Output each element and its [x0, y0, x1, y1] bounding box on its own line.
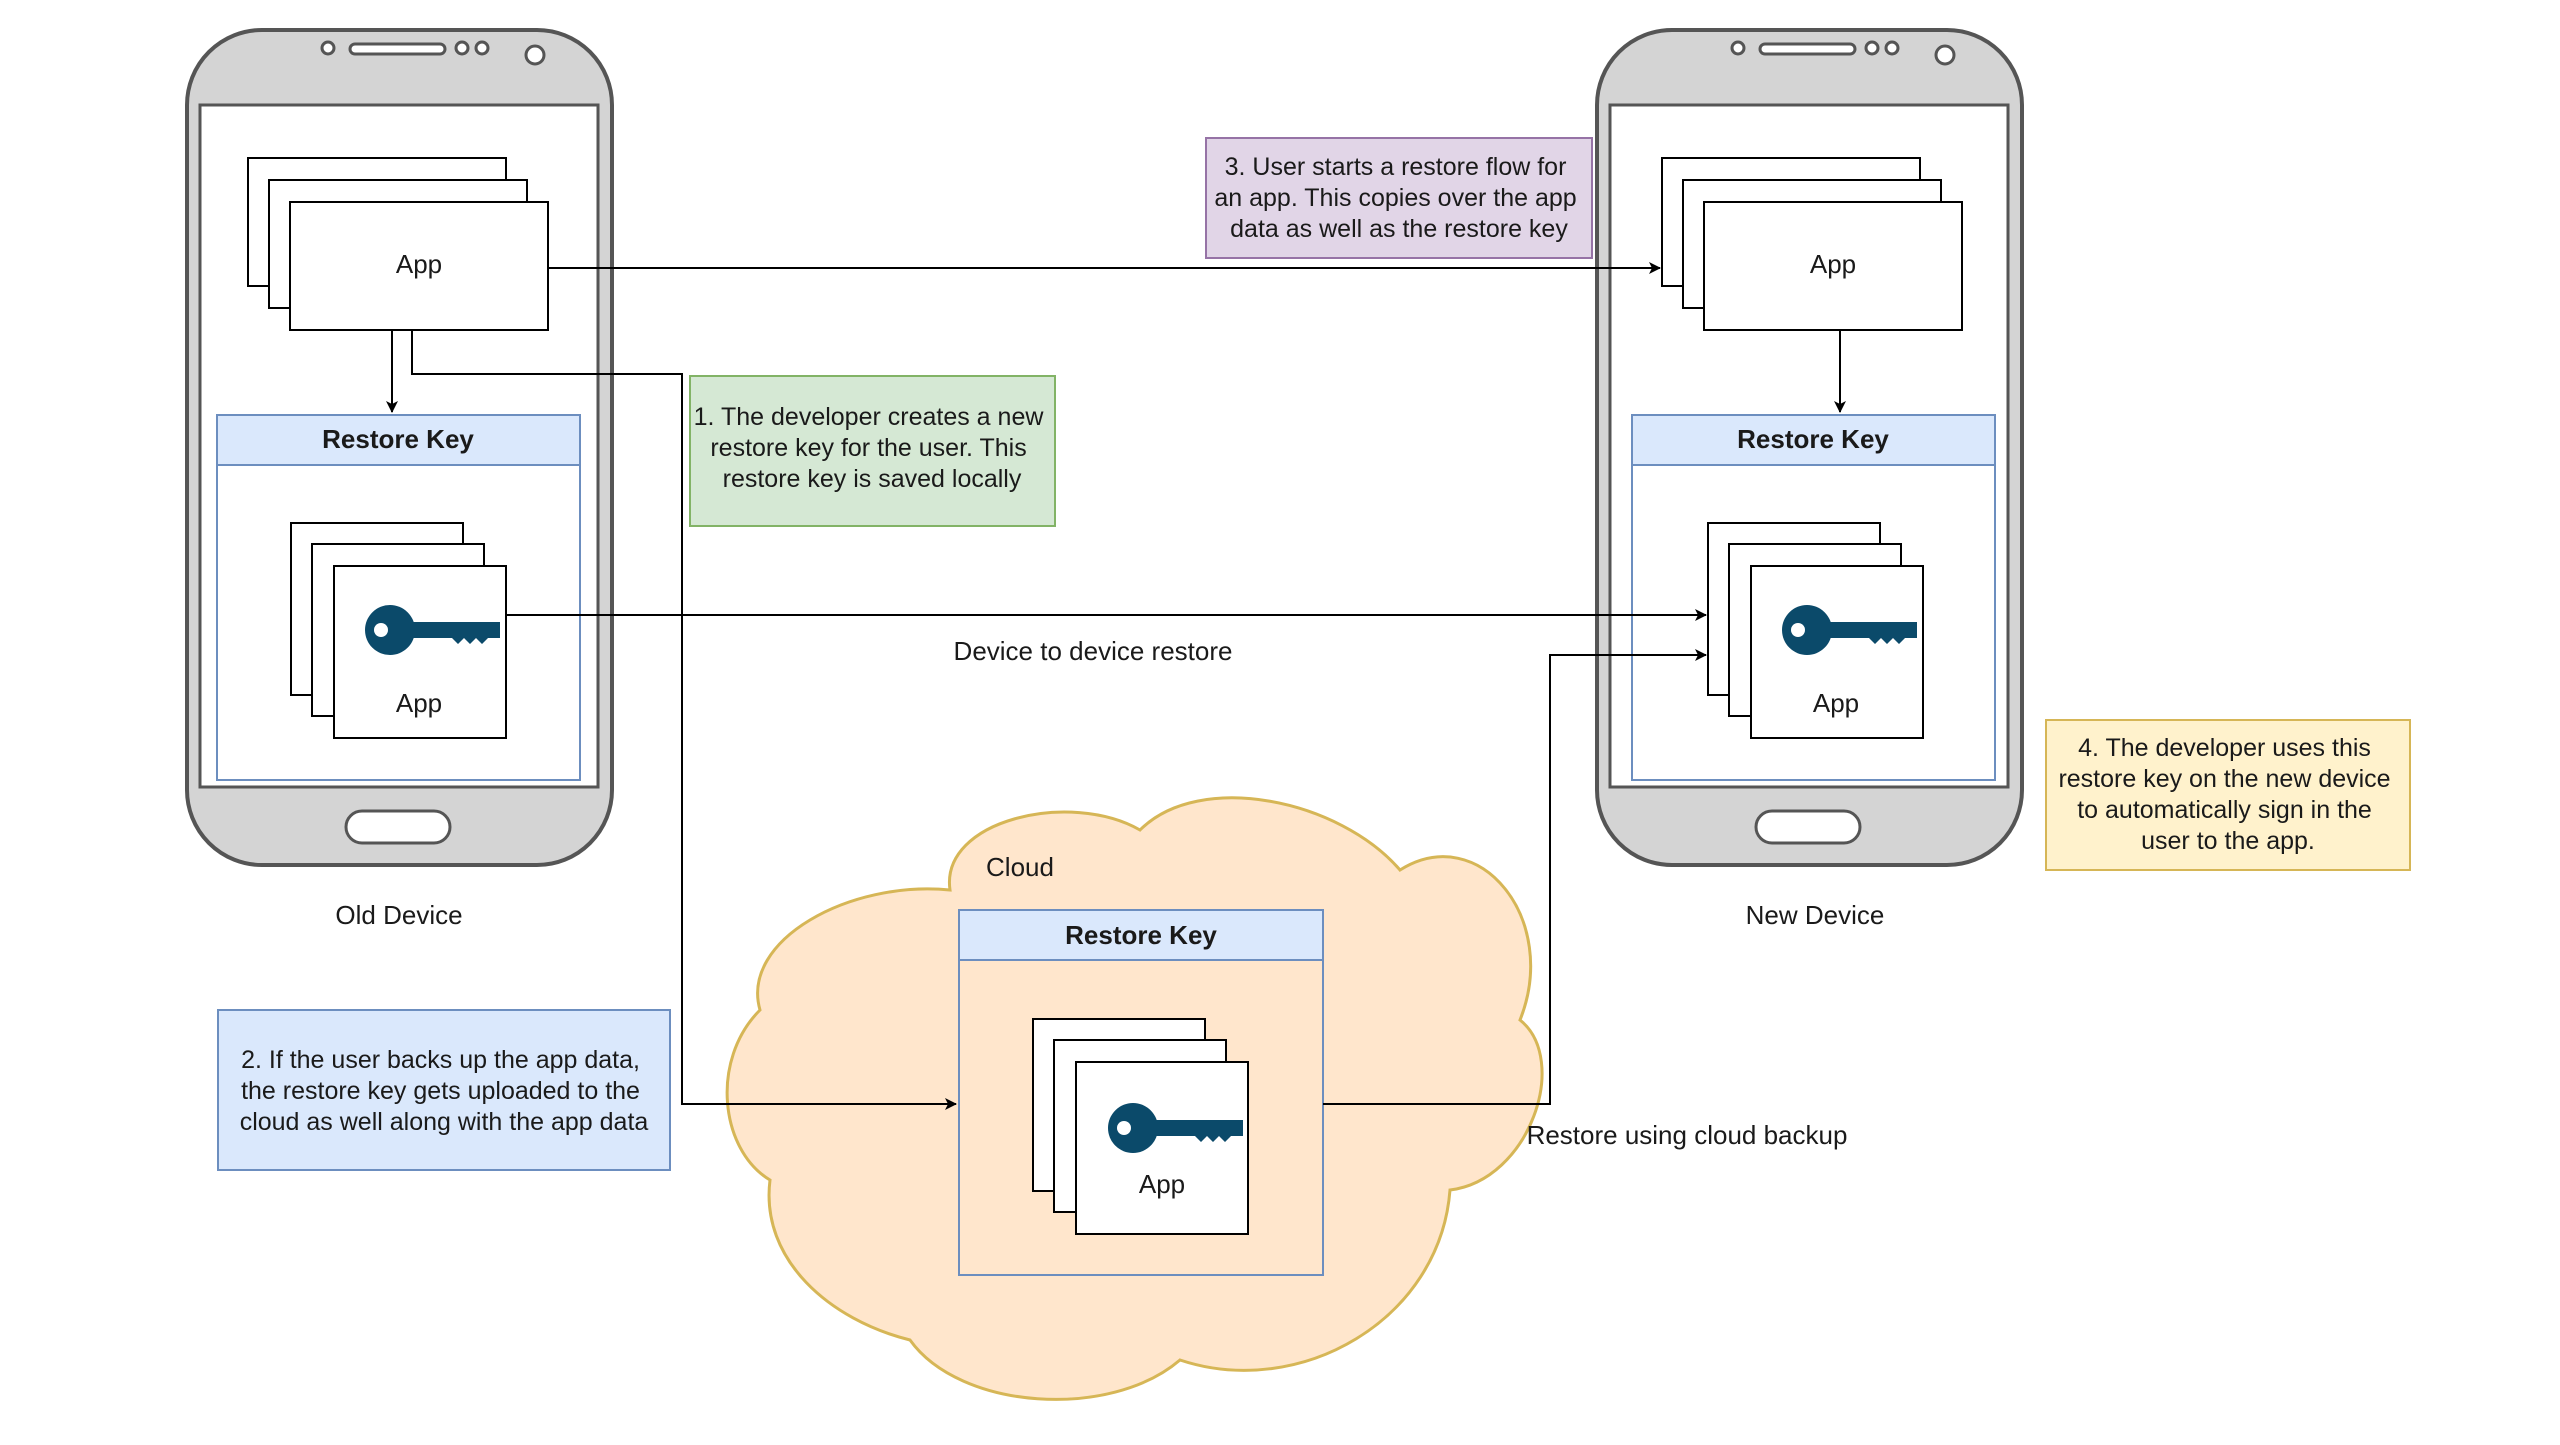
sensor-dot-icon [1884, 40, 1900, 56]
connectors [386, 262, 1846, 1110]
note-line: cloud as well along with the app data [240, 1108, 649, 1136]
note-line: 4. The developer uses this [2078, 734, 2371, 762]
note-step-4: 4. The developer uses this restore key o… [2045, 719, 2411, 871]
key-app-label: App [1139, 1169, 1185, 1199]
svg-text:4. The developer uses this: 4. The developer uses this restore key o… [2058, 734, 2397, 855]
camera-dot-icon [1730, 40, 1746, 56]
note-step-2: 2. If the user backs up the app data, th… [217, 1009, 671, 1171]
app-stack: App [247, 157, 549, 331]
edge-label-cloud-restore: Restore using cloud backup [1527, 1120, 1848, 1150]
note-line: an app. This copies over the app [1214, 184, 1576, 212]
note-line: data as well as the restore key [1230, 215, 1568, 243]
note-step-1: 1. The developer creates a new restore k… [689, 375, 1056, 527]
app-label: App [396, 249, 442, 279]
device-label: Old Device [335, 900, 462, 930]
arrow-cloud-backup [411, 330, 957, 1110]
restore-key-title: Restore Key [1065, 920, 1217, 950]
speaker-slot-icon [1758, 42, 1857, 56]
note-line: user to the app. [2141, 827, 2315, 855]
note-step-3: 3. User starts a restore flow for an app… [1205, 137, 1593, 259]
arrow-cloud-restore [1323, 649, 1707, 1105]
new-device: App Restore Key App New Device [1595, 28, 2024, 930]
cloud-label: Cloud [986, 852, 1054, 882]
sensor-dot-icon [1864, 40, 1880, 56]
old-device: App Restore Key App Old Device [185, 28, 614, 930]
svg-text:2. If the user backs up the ap: 2. If the user backs up the app data, th… [240, 1046, 649, 1136]
sensor-dot-icon [454, 40, 470, 56]
sensor-dot-icon [474, 40, 490, 56]
restore-key-container: Restore Key App [958, 909, 1324, 1276]
svg-text:3. User starts a restore flow: 3. User starts a restore flow for an app… [1214, 153, 1583, 243]
note-line: the restore key gets uploaded to the [241, 1077, 640, 1105]
app-label: App [1810, 249, 1856, 279]
camera-dot-icon [320, 40, 336, 56]
home-button [344, 809, 452, 845]
key-app-label: App [1813, 688, 1859, 718]
note-line: restore key on the new device [2058, 765, 2390, 793]
device-label: New Device [1746, 900, 1885, 930]
cloud: Cloud Restore Key App [725, 796, 1544, 1401]
front-camera-icon [1934, 44, 1956, 66]
home-button [1754, 809, 1862, 845]
restore-key-title: Restore Key [322, 424, 474, 454]
app-stack: App [1661, 157, 1963, 331]
edge-label-device-to-device: Device to device restore [954, 636, 1233, 666]
key-app-label: App [396, 688, 442, 718]
restore-key-container: Restore Key App [216, 414, 581, 781]
svg-text:1. The developer creates a new: 1. The developer creates a new restore k… [694, 403, 1051, 493]
note-line: restore key for the user. This [710, 434, 1026, 462]
front-camera-icon [524, 44, 546, 66]
note-line: to automatically sign in the [2077, 796, 2372, 824]
note-line: 1. The developer creates a new [694, 403, 1045, 431]
note-line: restore key is saved locally [723, 465, 1022, 493]
restore-key-container: Restore Key App [1631, 414, 1996, 781]
speaker-slot-icon [348, 42, 447, 56]
note-line: 2. If the user backs up the app data, [241, 1046, 640, 1074]
note-line: 3. User starts a restore flow for [1225, 153, 1567, 181]
restore-key-title: Restore Key [1737, 424, 1889, 454]
